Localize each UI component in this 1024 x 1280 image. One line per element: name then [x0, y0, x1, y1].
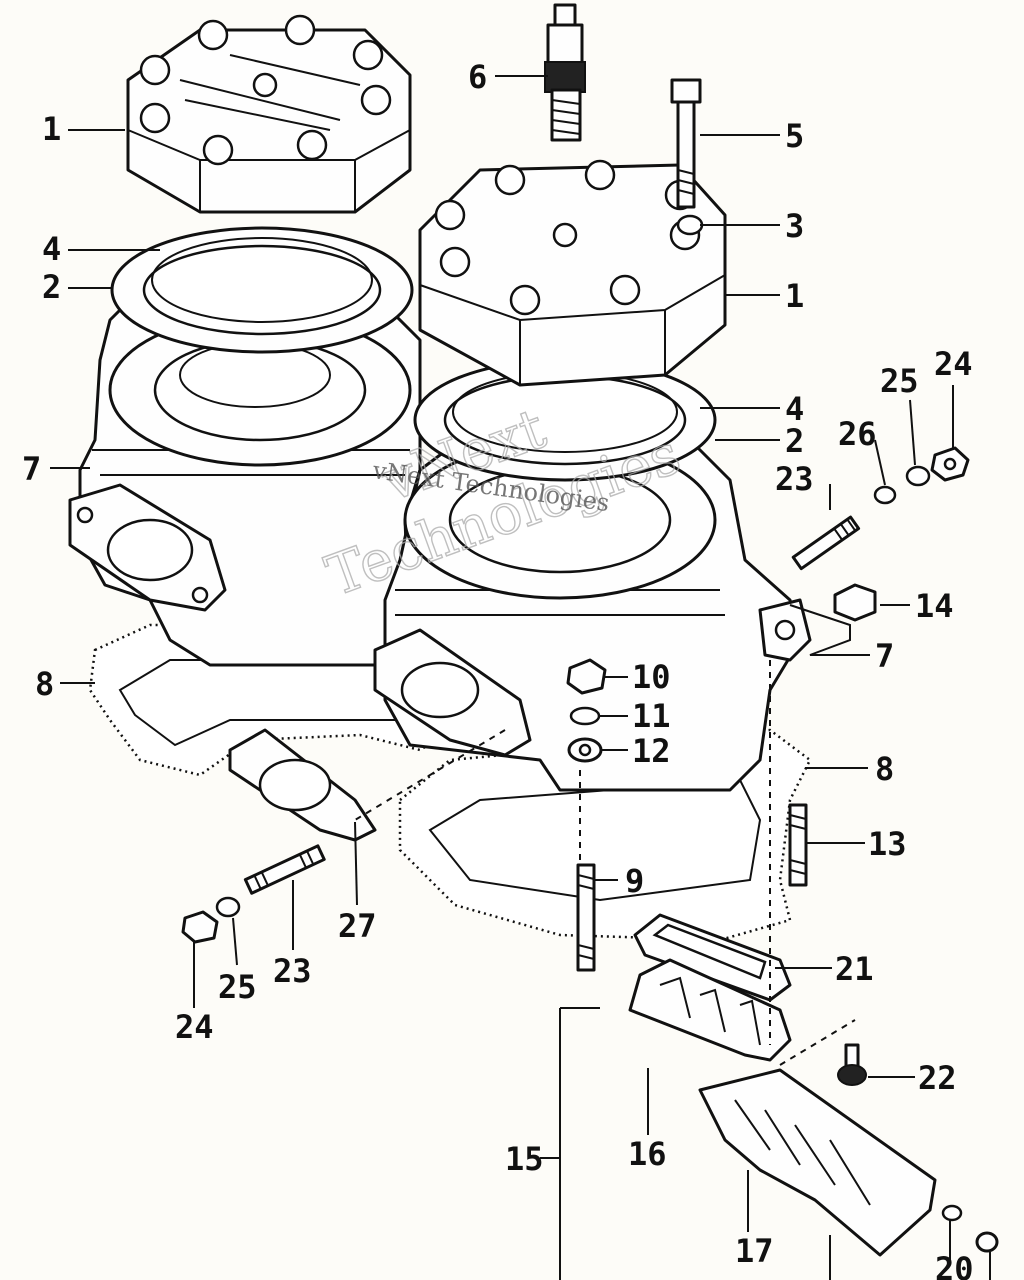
head-bolt	[670, 78, 702, 209]
callout-7-left-cylinder: 7	[22, 450, 41, 488]
stud-13	[788, 803, 808, 887]
reed-cage-16	[628, 958, 792, 1062]
callout-22-screw: 22	[918, 1059, 957, 1097]
cylinder-head-left-top-edge	[127, 129, 411, 212]
callout-25-upper-washer: 25	[880, 362, 919, 400]
reed-petal-separators	[734, 1099, 871, 1206]
intake-port-left	[106, 518, 194, 582]
reed-cage-ribs	[659, 976, 761, 1046]
callout-8-left-base-gasket: 8	[35, 665, 54, 703]
reed-petals-17	[698, 1068, 937, 1257]
screw-20	[975, 1231, 999, 1253]
stud-upper	[791, 515, 861, 571]
cylinder-head-left	[126, 28, 412, 214]
stud-lower	[243, 844, 326, 895]
callout-16-reed-cage: 16	[628, 1135, 667, 1173]
callout-12-washer: 12	[632, 732, 671, 770]
cylinder-head-right-edge	[419, 274, 726, 385]
reed-gasket-opening	[652, 923, 767, 980]
callout-8-right-base-gasket: 8	[875, 750, 894, 788]
callout-10-nut: 10	[632, 658, 671, 696]
spark-plug	[544, 3, 586, 142]
intake-port-right	[400, 661, 480, 719]
stud-9	[576, 863, 596, 972]
washer-20	[941, 1204, 963, 1222]
callout-21-reed-gasket: 21	[835, 950, 874, 988]
callout-15-reed-assembly: 15	[505, 1140, 544, 1178]
screw-22	[837, 1043, 867, 1086]
flange-hole	[191, 586, 209, 604]
callout-2-left-gasket: 2	[42, 268, 61, 306]
callout-14-flange-nut: 14	[915, 587, 954, 625]
callout-6-spark-plug: 6	[468, 58, 487, 96]
head-bolt-bosses-left	[139, 14, 392, 166]
callout-4-left-oring: 4	[42, 230, 61, 268]
nut-24-lower	[181, 910, 219, 944]
callout-20-screw: 20	[935, 1250, 974, 1280]
washer-12-hole	[578, 743, 592, 757]
callout-11-washer: 11	[632, 697, 671, 735]
o-ring-left	[151, 237, 373, 323]
head-gasket-left-bore	[142, 244, 382, 336]
callout-1-left-head: 1	[42, 110, 61, 148]
washer-26	[873, 485, 897, 505]
callout-26-washer: 26	[838, 415, 877, 453]
leader-lines	[50, 75, 991, 1280]
callout-24-upper-nut: 24	[934, 345, 973, 383]
callout-17-reed-petals: 17	[735, 1232, 774, 1270]
callout-23-upper-stud: 23	[775, 460, 814, 498]
cylinder-left-bore-inner	[153, 338, 367, 442]
callout-5-bolt: 5	[785, 117, 804, 155]
washer-25-lower	[215, 896, 241, 918]
washer-11	[569, 706, 601, 726]
washer-3	[676, 214, 704, 236]
base-gasket-right-inner	[428, 778, 762, 902]
callout-23-lower-stud: 23	[273, 952, 312, 990]
callout-1-right-head: 1	[785, 277, 804, 315]
exhaust-gasket-port	[258, 758, 332, 812]
flange-hole	[76, 506, 94, 524]
callout-25-lower-washer: 25	[218, 968, 257, 1006]
callout-24-lower-nut: 24	[175, 1008, 214, 1046]
callout-3-washer: 3	[785, 207, 804, 245]
cylinder-head-left-fins	[179, 54, 361, 131]
lug-hole	[774, 619, 796, 641]
head-bolt-bosses-right	[434, 159, 701, 316]
flange-nut-14	[833, 583, 877, 622]
callout-2-right-gasket: 2	[785, 422, 804, 460]
callout-4-right-oring: 4	[785, 390, 804, 428]
washer-25-upper	[905, 465, 931, 487]
callout-13-stud: 13	[868, 825, 907, 863]
callout-27-exhaust-gasket: 27	[338, 907, 377, 945]
nut-10	[566, 658, 607, 695]
callout-9-stud: 9	[625, 862, 644, 900]
nut-hole	[943, 457, 957, 471]
callout-7-right-cylinder: 7	[875, 637, 894, 675]
cylinder-head-right	[418, 163, 727, 387]
